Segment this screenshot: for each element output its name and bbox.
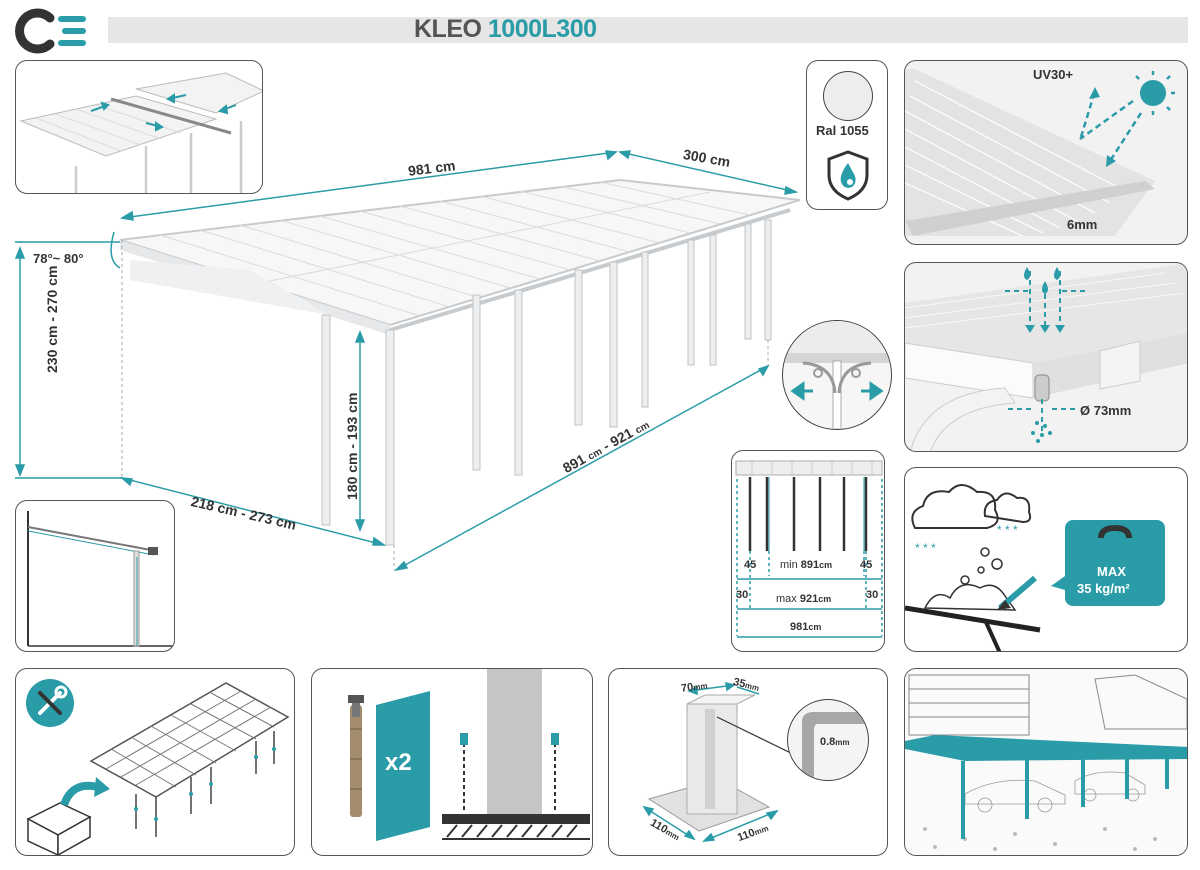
end-a-label: 30 bbox=[736, 589, 749, 601]
quantity-badge: x2 bbox=[376, 691, 430, 841]
panel-side-view bbox=[15, 500, 175, 652]
max-unit: cm bbox=[818, 594, 832, 604]
panel-usage-scene bbox=[904, 668, 1188, 856]
snow-max-label: MAX bbox=[1097, 564, 1126, 579]
side-b-label: 45 bbox=[860, 559, 873, 571]
panel-assembly-kit bbox=[15, 668, 295, 856]
wall-value: 0.8 bbox=[820, 736, 836, 748]
wall-thickness-label: 0.8mm bbox=[820, 736, 850, 748]
model-code: 1000L300 bbox=[487, 15, 597, 43]
post-width-unit: mm bbox=[692, 681, 709, 693]
panel-drainage: Ø 73mm bbox=[904, 262, 1188, 452]
svg-text:* * *: * * * bbox=[997, 523, 1018, 537]
min-label: min bbox=[780, 559, 798, 571]
snow-max-value: 35 kg/m² bbox=[1077, 581, 1130, 596]
dim-post-height: 180 cm - 193 cm bbox=[344, 392, 360, 500]
tools-icon bbox=[26, 679, 74, 727]
drain-diameter-label: Ø 73mm bbox=[1080, 403, 1132, 418]
quantity-label: x2 bbox=[385, 749, 412, 776]
wall-unit: mm bbox=[835, 738, 850, 747]
side-a-label: 45 bbox=[744, 559, 757, 571]
brand-logo bbox=[14, 8, 94, 54]
wall-thickness-circle: 0.8mm bbox=[787, 699, 869, 781]
ral-label: Ral 1055 bbox=[816, 123, 869, 138]
total-span-label: 981cm bbox=[790, 621, 821, 633]
thickness-label: 6mm bbox=[1067, 217, 1098, 232]
max-span-label: max 921cm bbox=[776, 593, 831, 605]
header-bar bbox=[108, 17, 1188, 43]
end-b-label: 30 bbox=[866, 589, 879, 601]
post-depth-unit: mm bbox=[744, 680, 761, 694]
min-value: 891 bbox=[800, 559, 820, 571]
panel-roof-assembly bbox=[15, 60, 263, 194]
panel-color: Ral 1055 bbox=[806, 60, 888, 210]
total-value: 981 bbox=[790, 621, 809, 633]
uv-label: UV30+ bbox=[1033, 67, 1074, 82]
model-prefix: KLEO bbox=[414, 15, 482, 43]
total-unit: cm bbox=[808, 622, 822, 632]
panel-post-spacing: 45 min 891cm 45 30 max 921cm 30 981cm bbox=[731, 450, 885, 652]
max-label: max bbox=[776, 593, 797, 605]
min-unit: cm bbox=[819, 560, 833, 570]
bracket-detail-circle bbox=[782, 320, 892, 430]
main-carport-drawing bbox=[10, 140, 801, 580]
min-span-label: min 891cm bbox=[780, 559, 832, 571]
panel-uv-sheet: UV30+ 6mm bbox=[904, 60, 1188, 245]
panel-snow-load: * * * * * * MAX 35 kg/m² bbox=[904, 467, 1188, 652]
water-shield-icon bbox=[825, 149, 871, 206]
dim-wall-height: 230 cm - 270 cm bbox=[44, 265, 60, 373]
svg-text:* * *: * * * bbox=[915, 541, 936, 555]
max-value: 921 bbox=[799, 593, 819, 605]
product-title: KLEO 1000L300 bbox=[414, 15, 597, 44]
panel-anchor-bolts: x2 bbox=[311, 668, 593, 856]
dim-angle: 78°~ 80° bbox=[33, 251, 84, 266]
panel-post-profile: 0.8mm 70mm 35mm 110mm 110mm bbox=[608, 668, 888, 856]
color-swatch bbox=[823, 71, 873, 121]
